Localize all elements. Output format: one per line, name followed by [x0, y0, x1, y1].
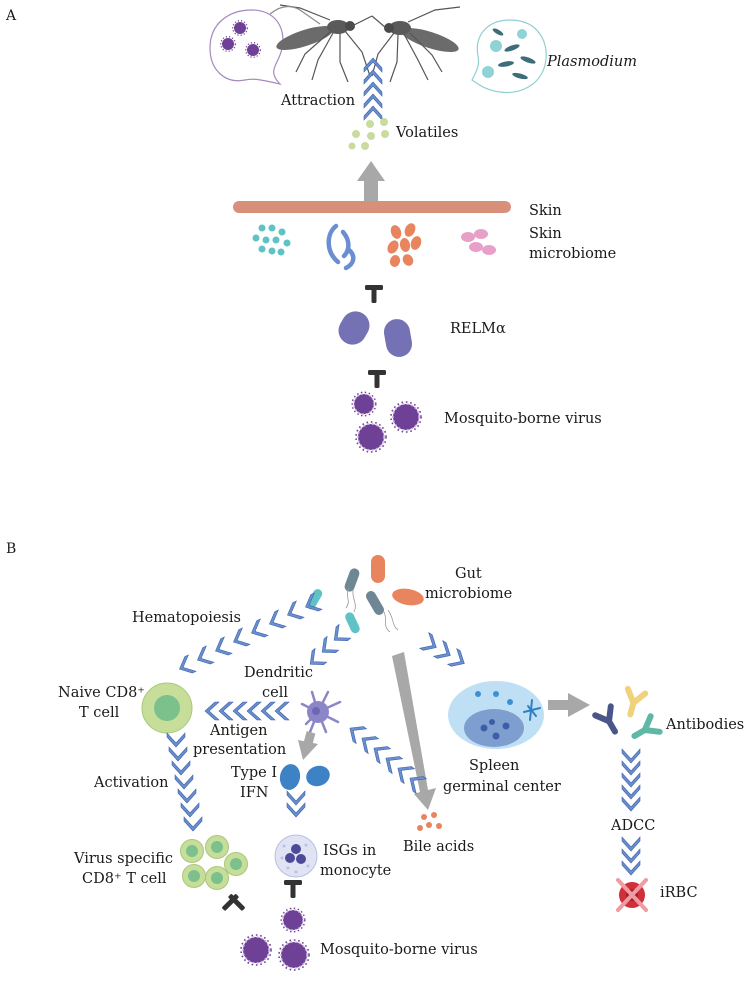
adcc-label: ADCC [610, 818, 655, 834]
virus-specific-label-1: Virus specific [73, 851, 173, 867]
bile-acids-icon [417, 812, 442, 831]
virus-label-b: Mosquito-borne virus [320, 942, 478, 958]
dendritic-label-1: Dendritic [244, 665, 313, 681]
attraction-label: Attraction [280, 93, 355, 109]
skin-microbiome-label-2: microbiome [529, 246, 616, 262]
adcc-arrow-upper [621, 748, 641, 812]
volatiles-icon [348, 118, 389, 150]
activation-label: Activation [93, 775, 168, 791]
dendritic-label-2: cell [262, 685, 288, 701]
spleen-arrow [419, 632, 470, 672]
type1-label-1: Type I [231, 765, 277, 781]
virus-icon [351, 391, 377, 417]
gut-microbiome-icon [306, 555, 424, 634]
mosquito-icon [371, 6, 461, 83]
antigen-presentation-arrow [204, 701, 290, 721]
virus-icon [240, 934, 272, 966]
gut-label-1: Gut [455, 566, 482, 582]
bile-acids-label: Bile acids [403, 839, 474, 855]
naive-tcell-icon [141, 682, 193, 734]
skin-label: Skin [529, 203, 562, 219]
skin-bar [233, 201, 511, 213]
relma-icon [338, 311, 413, 357]
mosquito-icon [269, 4, 373, 83]
virus-icon [390, 401, 422, 433]
hematopoiesis-label: Hematopoiesis [132, 610, 241, 626]
virus-specific-tcell-icon [180, 835, 248, 890]
antigen-label-1: Antigen [209, 723, 267, 739]
panel-b-label: B [6, 541, 16, 557]
adcc-arrow-lower [621, 836, 641, 876]
naive-label-1: Naive CD8⁺ [58, 685, 145, 701]
antigen-label-2: presentation [193, 742, 286, 758]
skin-microbiome-label-1: Skin [529, 226, 562, 242]
orange-bacilli-icon [387, 223, 422, 267]
virus-icon [280, 907, 306, 933]
virus-bubble [209, 9, 284, 86]
gut-label-2: microbiome [425, 586, 512, 602]
plasmodium-label: Plasmodium [546, 54, 637, 70]
isgs-label-2: monocyte [320, 863, 391, 879]
irbc-label: iRBC [660, 885, 698, 901]
monocyte-icon [274, 834, 318, 878]
spleen-icon [448, 681, 544, 749]
virus-label-a: Mosquito-borne virus [444, 411, 602, 427]
grey-up-arrow [357, 161, 385, 202]
irbc-icon [616, 878, 648, 912]
antibodies-label: Antibodies [665, 717, 744, 733]
blue-rods-icon [326, 223, 356, 271]
antibodies-icon [595, 689, 659, 744]
grey-arrow-bile [392, 652, 436, 810]
isgs-label-1: ISGs in [323, 843, 376, 859]
naive-label-2: T cell [79, 705, 120, 721]
inhibition-icon [368, 370, 386, 388]
grey-arrow-antibodies [548, 693, 590, 717]
virus-cluster [351, 391, 422, 453]
ifn-icon [279, 764, 330, 790]
plasmodium-bubble [471, 19, 547, 94]
grey-arrow-ifn [298, 731, 318, 760]
type1-label-2: IFN [240, 785, 269, 801]
panel-a-label: A [5, 8, 17, 24]
dendritic-cell-icon [300, 690, 342, 734]
volatiles-label: Volatiles [395, 125, 458, 141]
virus-specific-label-2: CD8⁺ T cell [82, 871, 167, 887]
pink-cocci-icon [461, 229, 496, 255]
virus-cluster-b [240, 907, 310, 971]
virus-icon [355, 421, 387, 453]
relma-label: RELMα [450, 321, 506, 337]
spleen-label-1: Spleen [469, 758, 519, 774]
inhibition-icon [365, 285, 383, 303]
spleen-label-2: germinal center [443, 779, 561, 795]
virus-icon [278, 939, 310, 971]
cyan-cocci-icon [252, 224, 291, 256]
ifn-to-isg-arrow [286, 790, 306, 818]
inhibition-icon [284, 880, 302, 898]
inhibition-icon [222, 894, 245, 911]
attraction-arrow [363, 57, 383, 121]
